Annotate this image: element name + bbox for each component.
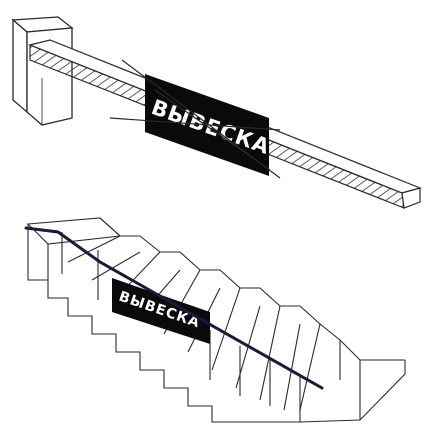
top-figure-barrier-with-sign: ВЫВЕСКА (11, 16, 422, 209)
staircase-sign: ВЫВЕСКА (112, 278, 210, 344)
crossout-lines (109, 59, 281, 179)
staircase (26, 217, 406, 423)
bottom-figure-staircase-with-sign: ВЫВЕСКА (24, 217, 406, 423)
staircase-sign-panel (112, 278, 210, 344)
handrail (24, 226, 324, 390)
